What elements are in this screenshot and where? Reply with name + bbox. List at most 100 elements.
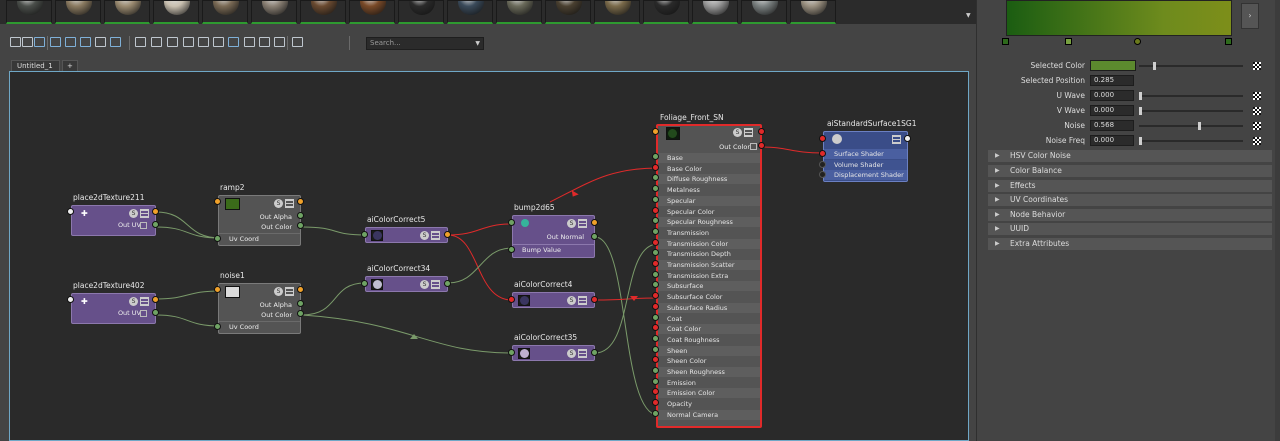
input-port[interactable]: [652, 367, 659, 374]
input-port[interactable]: [214, 235, 221, 242]
input-port[interactable]: [652, 313, 659, 321]
v-wave-slider[interactable]: [1139, 110, 1243, 112]
shader-attribute-row[interactable]: Transmission Depth: [658, 249, 760, 260]
output-port[interactable]: [297, 198, 304, 205]
input-connections-icon[interactable]: [34, 37, 45, 47]
shader-attribute-row[interactable]: Specular: [658, 195, 760, 206]
input-port[interactable]: [819, 160, 826, 168]
material-swatch[interactable]: [251, 0, 297, 24]
add-tab-button[interactable]: +: [62, 60, 78, 72]
output-port[interactable]: [152, 296, 159, 303]
attribute-list-icon[interactable]: [285, 199, 294, 208]
section-hsv-color-noise[interactable]: ▶HSV Color Noise: [988, 150, 1272, 162]
map-button-icon[interactable]: [1253, 137, 1261, 145]
chevron-down-icon[interactable]: ▼: [475, 40, 480, 47]
attribute-list-icon[interactable]: [578, 219, 587, 228]
input-port[interactable]: [652, 128, 659, 135]
ramp-gradient[interactable]: [1006, 0, 1232, 36]
output-port[interactable]: [444, 231, 451, 238]
map-button-icon[interactable]: [1253, 92, 1261, 100]
shader-attribute-row[interactable]: Sheen Roughness: [658, 367, 760, 377]
color-correct-node[interactable]: S: [512, 292, 595, 308]
material-swatch[interactable]: [55, 0, 101, 24]
pin-icon[interactable]: [274, 37, 285, 47]
remove-unselected-icon[interactable]: [95, 37, 106, 47]
output-port[interactable]: [297, 310, 304, 317]
layout-mid-icon[interactable]: [151, 37, 162, 47]
shader-attribute-row[interactable]: Coat: [658, 313, 760, 324]
clear-graph-icon[interactable]: [110, 37, 121, 47]
shader-attribute-row[interactable]: Opacity: [658, 399, 760, 410]
shader-attribute-row[interactable]: Emission: [658, 377, 760, 388]
attribute-list-icon[interactable]: [140, 297, 149, 306]
scrollbar[interactable]: [1275, 0, 1280, 441]
section-uv-coordinates[interactable]: ▶UV Coordinates: [988, 194, 1272, 206]
shader-attribute-row[interactable]: Transmission Color: [658, 238, 760, 249]
input-port[interactable]: [652, 377, 659, 385]
slider-knob[interactable]: [1153, 62, 1156, 70]
input-port[interactable]: [652, 206, 659, 214]
noise-field[interactable]: 0.568: [1090, 120, 1134, 131]
map-button-icon[interactable]: [1253, 62, 1261, 70]
input-port[interactable]: [361, 231, 368, 238]
selected-position-field[interactable]: 0.285: [1090, 75, 1134, 86]
frame-selected-icon[interactable]: [22, 37, 33, 47]
input-port[interactable]: [652, 281, 659, 289]
input-port[interactable]: [214, 198, 221, 205]
material-swatch[interactable]: [741, 0, 787, 24]
tab-untitled-1[interactable]: Untitled_1: [11, 60, 60, 72]
swatch-toggle-icon[interactable]: S: [420, 280, 429, 289]
attribute-list-icon[interactable]: [744, 128, 753, 137]
search-input[interactable]: Search... ▼: [366, 37, 484, 50]
input-port[interactable]: [652, 388, 659, 396]
layout-custom-icon[interactable]: [183, 37, 194, 47]
slider-knob[interactable]: [1139, 107, 1142, 115]
input-port[interactable]: [652, 345, 659, 353]
frame-all-icon[interactable]: [10, 37, 21, 47]
shader-attribute-row[interactable]: Emission Color: [658, 388, 760, 399]
noise-freq-slider[interactable]: [1139, 140, 1243, 142]
shader-attribute-row[interactable]: Transmission: [658, 227, 760, 238]
output-port[interactable]: [297, 286, 304, 293]
input-port[interactable]: [508, 219, 515, 226]
color-correct-node[interactable]: S: [365, 276, 448, 292]
grid-icon[interactable]: [228, 37, 239, 47]
material-swatch[interactable]: [349, 0, 395, 24]
material-swatch[interactable]: [202, 0, 248, 24]
scrollbar[interactable]: [964, 0, 976, 24]
u-wave-field[interactable]: 0.000: [1090, 90, 1134, 101]
swatch-toggle-icon[interactable]: S: [274, 199, 283, 208]
sg-attribute-row[interactable]: Displacement Shader: [824, 170, 907, 180]
input-port[interactable]: [652, 334, 659, 342]
material-swatch[interactable]: [643, 0, 689, 24]
slider-knob[interactable]: [1139, 137, 1142, 145]
shader-attribute-row[interactable]: Base: [658, 153, 760, 163]
shader-attribute-row[interactable]: Subsurface Radius: [658, 302, 760, 313]
map-button-icon[interactable]: [1253, 107, 1261, 115]
material-swatch[interactable]: [153, 0, 199, 24]
output-port[interactable]: [152, 208, 159, 215]
shader-attribute-row[interactable]: Subsurface: [658, 281, 760, 292]
ramp-marker[interactable]: [1065, 38, 1072, 45]
input-port[interactable]: [67, 208, 74, 215]
input-port[interactable]: [652, 292, 659, 300]
input-port[interactable]: [652, 270, 659, 278]
shader-attribute-row[interactable]: Coat Roughness: [658, 334, 760, 345]
shader-attribute-row[interactable]: Normal Camera: [658, 409, 760, 420]
attribute-list-icon[interactable]: [431, 280, 440, 289]
input-port[interactable]: [819, 135, 826, 142]
output-port[interactable]: [297, 212, 304, 219]
attribute-list-icon[interactable]: [892, 135, 901, 144]
material-swatch[interactable]: [790, 0, 836, 24]
graph-icon[interactable]: [50, 37, 61, 47]
slider-knob[interactable]: [1198, 122, 1201, 130]
section-node-behavior[interactable]: ▶Node Behavior: [988, 209, 1272, 221]
material-swatch[interactable]: [104, 0, 150, 24]
output-port[interactable]: [758, 128, 765, 135]
sg-attribute-row[interactable]: Surface Shader: [824, 149, 907, 159]
input-port[interactable]: [652, 409, 659, 417]
layout-simple-icon[interactable]: [135, 37, 146, 47]
